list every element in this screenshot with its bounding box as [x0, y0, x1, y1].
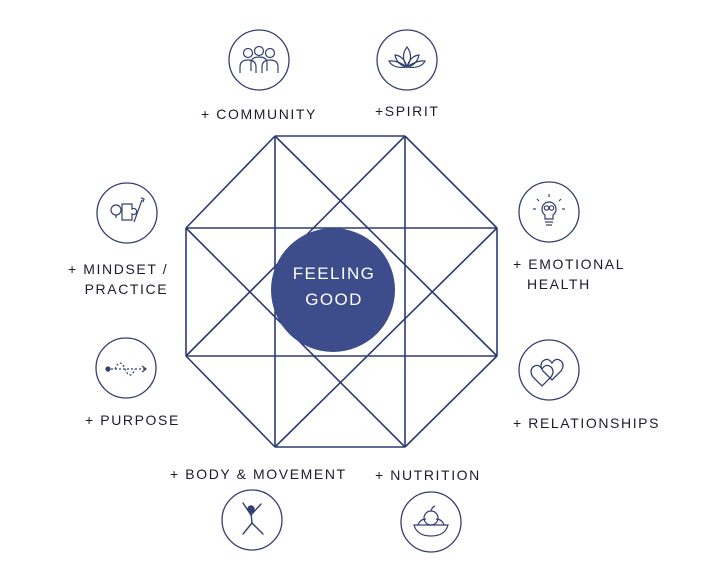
- center-label-line1: FEELING: [292, 264, 376, 283]
- node-label-community: + COMMUNITY: [201, 106, 317, 122]
- star-edge: [274, 135, 498, 357]
- yoga-pose-icon: [221, 489, 283, 551]
- node-label-purpose: + PURPOSE: [85, 412, 180, 428]
- octagon-edge: [404, 355, 498, 448]
- people-icon: [228, 29, 290, 91]
- node-label-emotional-health: + EMOTIONAL HEALTH: [513, 256, 626, 292]
- lightbulb-icon: [518, 181, 580, 243]
- octagon-edge: [404, 135, 498, 229]
- center-label-line2: GOOD: [305, 290, 363, 309]
- fruit-bowl-icon: [400, 491, 462, 553]
- node-label-spirit: +SPIRIT: [375, 103, 440, 119]
- center-label: FEELING GOOD: [284, 261, 384, 313]
- lotus-icon: [376, 29, 438, 91]
- octagon-edge: [185, 135, 276, 229]
- node-label-body-movement: + BODY & MOVEMENT: [170, 466, 347, 482]
- path-icon: [95, 337, 157, 399]
- hearts-icon: [518, 339, 580, 401]
- node-label-nutrition: + NUTRITION: [375, 467, 481, 483]
- center-circle: [271, 228, 395, 352]
- puzzle-pen-icon: [96, 182, 158, 244]
- node-label-relationships: + RELATIONSHIPS: [513, 415, 661, 431]
- star-edge: [274, 227, 498, 448]
- node-label-mindset-practice: + MINDSET / PRACTICE: [68, 261, 169, 297]
- octagon-edge: [185, 355, 276, 448]
